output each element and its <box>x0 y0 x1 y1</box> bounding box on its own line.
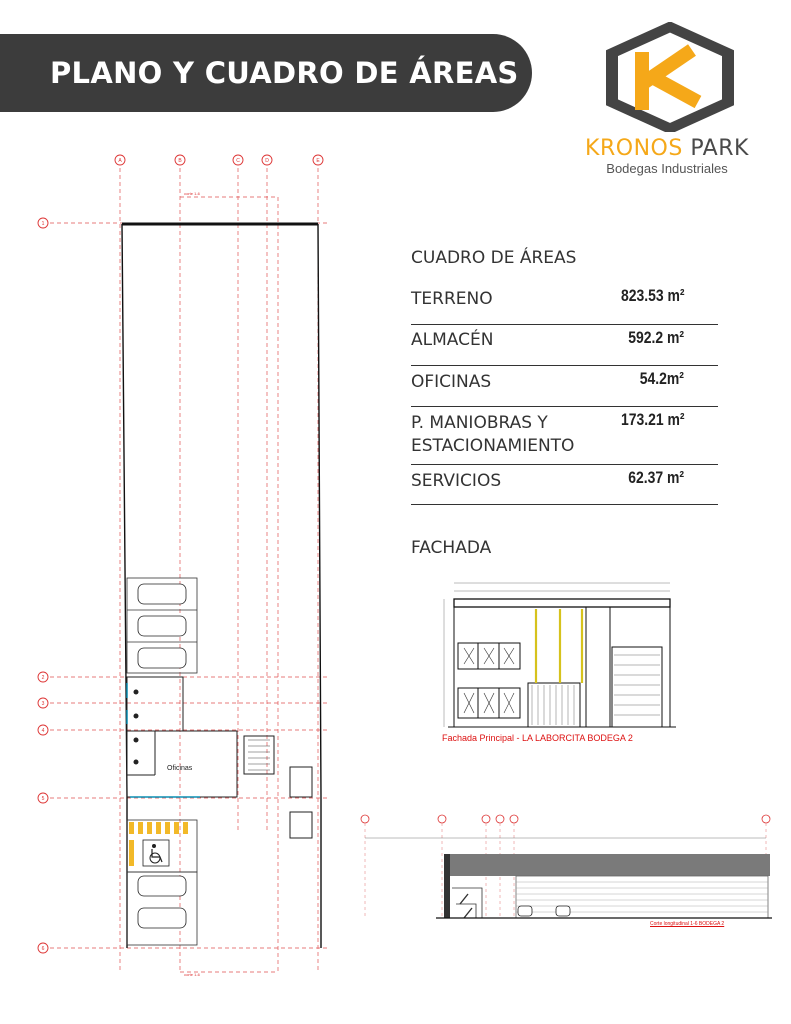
page-title: PLANO Y CUADRO DE ÁREAS <box>50 56 519 90</box>
grid-label-6: 6 <box>42 946 45 952</box>
area-label: OFICINAS <box>411 372 492 392</box>
areas-heading: CUADRO DE ÁREAS <box>411 248 577 268</box>
grid-label-2: 2 <box>42 675 45 681</box>
front-elevation <box>443 582 676 728</box>
brand-name: KRONOS PARK <box>582 136 752 161</box>
grid-label-5: 5 <box>42 796 45 802</box>
areas-table: TERRENO 823.53 m² ALMACÉN 592.2 m² OFICI… <box>411 283 718 505</box>
grid-label-3: 3 <box>42 701 45 707</box>
title-bar: PLANO Y CUADRO DE ÁREAS <box>0 34 532 112</box>
area-value: 62.37 m² <box>628 468 684 487</box>
area-label-line2: ESTACIONAMIENTO <box>411 436 575 456</box>
grid-label-E: E <box>316 158 320 164</box>
area-row: SERVICIOS 62.37 m² <box>411 465 718 505</box>
grid-label-1: 1 <box>42 221 45 227</box>
area-row: ALMACÉN 592.2 m² <box>411 325 718 366</box>
area-value: 592.2 m² <box>628 328 684 347</box>
area-row: P. MANIOBRAS Y ESTACIONAMIENTO 173.21 m² <box>411 407 718 465</box>
fachada-heading: FACHADA <box>411 538 492 558</box>
area-label: P. MANIOBRAS Y <box>411 413 548 433</box>
office-label: Oficinas <box>167 765 193 772</box>
area-label: ALMACÉN <box>411 330 494 350</box>
area-label: TERRENO <box>411 289 493 309</box>
grid-label-C: C <box>236 158 240 164</box>
section-tag-bottom: corte 1-6 <box>184 972 201 977</box>
grid-label-B: B <box>178 158 182 164</box>
floor-plan: A B C D E 1 2 3 4 5 6 corte 1-6 corte 1-… <box>37 154 330 977</box>
section-tag-top: corte 1-6 <box>184 191 201 196</box>
longitudinal-section <box>360 814 772 919</box>
grid-label-4: 4 <box>42 728 45 734</box>
area-row: TERRENO 823.53 m² <box>411 283 718 325</box>
area-value: 54.2m² <box>639 369 684 388</box>
area-row: OFICINAS 54.2m² <box>411 366 718 407</box>
brand-name-gray: PARK <box>682 136 749 161</box>
area-value: 173.21 m² <box>620 410 684 429</box>
area-label: SERVICIOS <box>411 471 502 491</box>
brand-name-orange: KRONOS <box>585 136 683 161</box>
front-elevation-caption: Fachada Principal - LA LABORCITA BODEGA … <box>442 733 633 743</box>
grid-label-A: A <box>118 158 122 164</box>
grid-label-D: D <box>265 158 269 164</box>
kronos-logo-icon <box>606 22 734 132</box>
section-caption: Corte longitudinal 1-6 BODEGA 2 <box>650 921 725 927</box>
area-value: 823.53 m² <box>620 286 684 305</box>
brand-tagline: Bodegas Industriales <box>606 161 728 176</box>
